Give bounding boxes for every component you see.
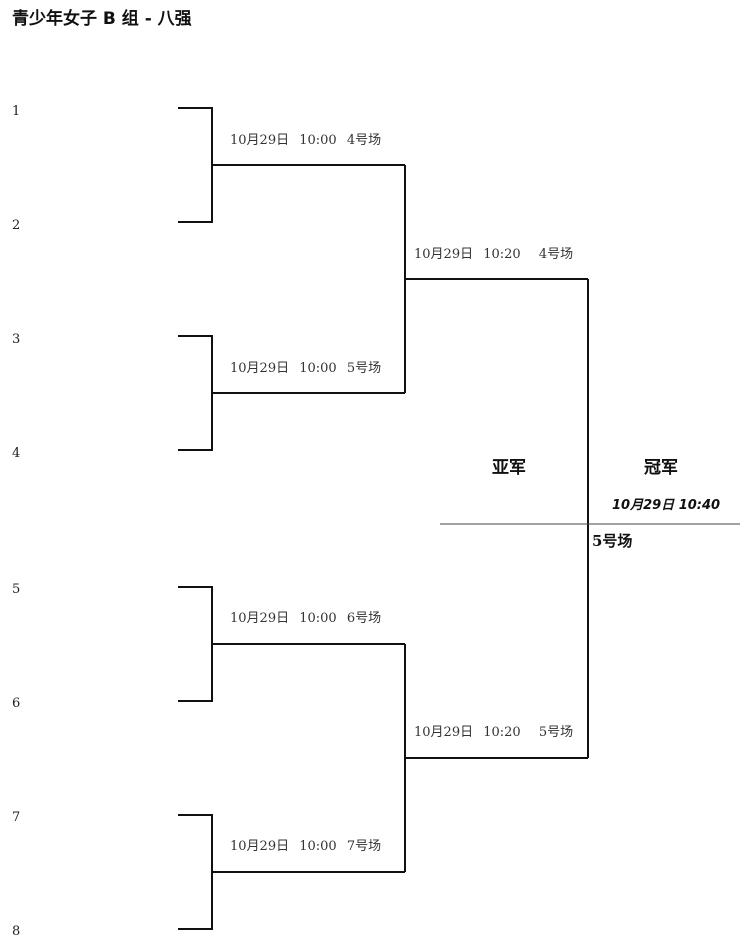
champion-label: 冠军 [644, 458, 678, 478]
qf-4-time: 10:00 [299, 839, 336, 854]
qf-2-label: 10月29日 10:00 5号场 [230, 361, 381, 376]
qf-2-bracket [178, 335, 405, 451]
qf-1-label: 10月29日 10:00 4号场 [230, 133, 381, 148]
sf-2-venue: 5号场 [539, 725, 573, 740]
qf-1-time: 10:00 [299, 133, 336, 148]
qf-2-time: 10:00 [299, 361, 336, 376]
sf-1-date: 10月29日 [414, 247, 473, 262]
sf-2-time: 10:20 [483, 725, 520, 740]
sf-1-venue: 4号场 [539, 247, 573, 262]
qf-4-date: 10月29日 [230, 839, 289, 854]
sf-1-label: 10月29日 10:20 4号场 [414, 247, 573, 262]
qf-1-bracket [178, 107, 405, 223]
seed-6: 6 [12, 696, 20, 711]
seed-2: 2 [12, 218, 20, 233]
qf-4-label: 10月29日 10:00 7号场 [230, 839, 381, 854]
qf-1-venue: 4号场 [347, 133, 381, 148]
qf-2-date: 10月29日 [230, 361, 289, 376]
qf-4-bracket [178, 814, 405, 930]
seed-1: 1 [12, 104, 20, 119]
sf-2-label: 10月29日 10:20 5号场 [414, 725, 573, 740]
qf-3-date: 10月29日 [230, 611, 289, 626]
qf-3-label: 10月29日 10:00 6号场 [230, 611, 381, 626]
sf-2-bracket [404, 644, 588, 872]
runner-up-label: 亚军 [492, 458, 526, 478]
seed-3: 3 [12, 332, 20, 347]
qf-3-venue: 6号场 [347, 611, 381, 626]
final-venue: 5号场 [592, 532, 632, 550]
seed-5: 5 [12, 582, 20, 597]
qf-4-venue: 7号场 [347, 839, 381, 854]
seed-7: 7 [12, 810, 20, 825]
sf-1-bracket [404, 165, 588, 393]
final-date-time: 10月29日 10:40 [612, 498, 720, 513]
seed-4: 4 [12, 446, 20, 461]
qf-3-bracket [178, 586, 405, 702]
sf-2-date: 10月29日 [414, 725, 473, 740]
page-title: 青少年女子 B 组 - 八强 [12, 9, 192, 29]
sf-1-time: 10:20 [483, 247, 520, 262]
qf-1-date: 10月29日 [230, 133, 289, 148]
seed-8: 8 [12, 924, 20, 939]
qf-3-time: 10:00 [299, 611, 336, 626]
qf-2-venue: 5号场 [347, 361, 381, 376]
